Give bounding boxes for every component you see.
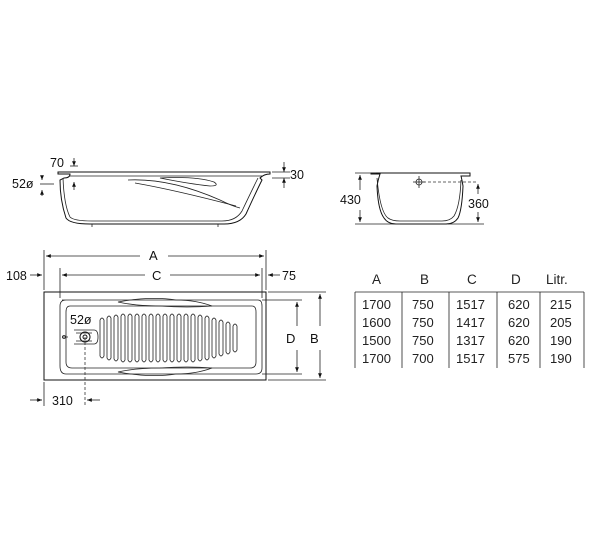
table-cell: 190 [550, 351, 572, 366]
table-header-B: B [420, 272, 429, 287]
plan-dim-B-label: B [310, 331, 319, 346]
table-cell: 750 [412, 297, 434, 312]
table-cell: 1317 [456, 333, 485, 348]
table-cell: 1417 [456, 315, 485, 330]
table-header-A: A [372, 272, 381, 287]
table-cell: 190 [550, 333, 572, 348]
end-height-360-label: 360 [468, 197, 489, 211]
anti-slip-pattern [99, 313, 238, 363]
end-view: 430 360 [340, 172, 489, 225]
table-header-C: C [467, 272, 477, 287]
dimensions-table: A B C D Litr. 1700 750 1517 620 215 1600… [354, 272, 585, 368]
table-cell: 700 [412, 351, 434, 366]
plan-dim-A-label: A [149, 248, 158, 263]
table-cell: 1517 [456, 297, 485, 312]
table-cell: 575 [508, 351, 530, 366]
table-cell: 620 [508, 333, 530, 348]
side-view: 70 52ø 30 [12, 156, 304, 227]
table-cell: 1600 [362, 315, 391, 330]
table-cell: 750 [412, 315, 434, 330]
table-cell: 1700 [362, 297, 391, 312]
plan-drain-diam-label: 52ø [70, 313, 92, 327]
table-cell: 1500 [362, 333, 391, 348]
end-height-430-label: 430 [340, 193, 361, 207]
plan-dim-D-label: D [286, 331, 295, 346]
table-row: 1700 700 1517 575 190 [362, 351, 572, 366]
table-header-D: D [511, 272, 521, 287]
plan-dim-108-label: 108 [6, 269, 27, 283]
side-rim-70-label: 70 [50, 156, 64, 170]
table-row: 1500 750 1317 620 190 [362, 333, 572, 348]
table-cell: 215 [550, 297, 572, 312]
table-cell: 620 [508, 297, 530, 312]
table-row: 1600 750 1417 620 205 [362, 315, 572, 330]
table-cell: 205 [550, 315, 572, 330]
plan-dim-75-label: 75 [282, 269, 296, 283]
table-cell: 620 [508, 315, 530, 330]
plan-view: 52ø A C 108 75 D B [6, 248, 326, 408]
table-header-litr: Litr. [546, 272, 568, 287]
side-drain-diam-label: 52ø [12, 177, 34, 191]
plan-dim-C-label: C [152, 268, 161, 283]
side-rim-30-label: 30 [290, 168, 304, 182]
table-row: 1700 750 1517 620 215 [362, 297, 572, 312]
table-cell: 750 [412, 333, 434, 348]
table-cell: 1517 [456, 351, 485, 366]
plan-dim-310-label: 310 [52, 394, 73, 408]
table-cell: 1700 [362, 351, 391, 366]
